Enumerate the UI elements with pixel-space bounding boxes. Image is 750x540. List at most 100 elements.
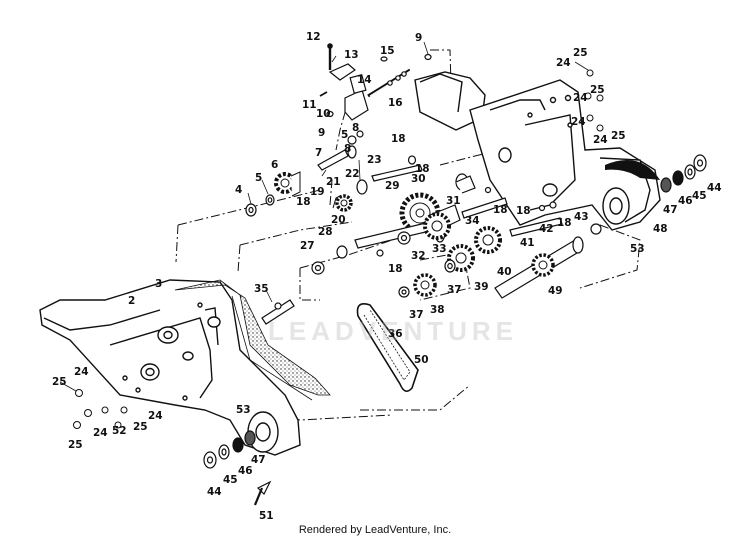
callout-30: 30 (411, 173, 426, 185)
callout-3: 3 (155, 278, 162, 290)
callout-25: 25 (611, 130, 626, 142)
callout-10: 10 (316, 108, 331, 120)
callout-51: 51 (259, 510, 274, 522)
gear-6 (274, 171, 301, 197)
callout-48: 48 (653, 223, 668, 235)
callout-35: 35 (254, 283, 269, 295)
shaft-35 (261, 299, 295, 325)
sprocket-38 (413, 273, 437, 297)
callout-47: 47 (663, 204, 678, 216)
callout-44: 44 (207, 486, 222, 498)
callout-37: 37 (447, 284, 462, 296)
callout-36: 36 (388, 328, 403, 340)
callout-19: 19 (310, 186, 325, 198)
callout-46: 46 (678, 195, 693, 207)
callout-23: 23 (367, 154, 382, 166)
washers-4-5 (245, 194, 275, 217)
callout-12: 12 (306, 31, 321, 43)
callout-16: 16 (388, 97, 403, 109)
callout-24: 24 (593, 134, 608, 146)
callout-25: 25 (590, 84, 605, 96)
gear-21 (332, 194, 353, 212)
callout-40: 40 (497, 266, 512, 278)
callout-22: 22 (345, 168, 360, 180)
callout-24: 24 (556, 57, 571, 69)
callout-31: 31 (446, 195, 461, 207)
callout-28: 28 (318, 226, 333, 238)
left-chain-case-housing (39, 279, 301, 456)
callout-7: 7 (315, 147, 322, 159)
callout-9: 9 (415, 32, 422, 44)
callout-53: 53 (630, 243, 645, 255)
shaft-33 (354, 173, 476, 249)
callout-13: 13 (344, 49, 359, 61)
callout-18: 18 (415, 163, 430, 175)
shift-lever-assembly (319, 43, 432, 121)
callout-32: 32 (411, 250, 426, 262)
callout-46: 46 (238, 465, 253, 477)
callout-49: 49 (548, 285, 563, 297)
callout-labels: 12 13 15 9 14 11 10 16 9 5 8 8 18 7 6 23… (52, 31, 722, 522)
callout-18: 18 (296, 196, 311, 208)
callout-18: 18 (391, 133, 406, 145)
callout-25: 25 (573, 47, 588, 59)
callout-5: 5 (255, 172, 262, 184)
callout-50: 50 (414, 354, 429, 366)
callout-45: 45 (223, 474, 238, 486)
callout-24: 24 (148, 410, 163, 422)
sprocket-40 (474, 226, 502, 254)
left-bearing-stack (203, 430, 272, 506)
callout-18: 18 (557, 217, 572, 229)
gasket (174, 279, 331, 396)
callout-18: 18 (516, 205, 531, 217)
gasket-edge (231, 295, 313, 401)
callout-6: 6 (271, 159, 278, 171)
right-chain-case-housing (414, 71, 661, 231)
callout-18: 18 (388, 263, 403, 275)
callout-9: 9 (318, 127, 325, 139)
callout-21: 21 (326, 176, 341, 188)
upper-shaft-group (317, 130, 423, 195)
watermark: LEADVENTURE (268, 316, 519, 346)
callout-8: 8 (344, 143, 351, 155)
right-bearing-stack (660, 154, 707, 193)
drive-chain (356, 303, 419, 392)
callout-27: 27 (300, 240, 315, 252)
right-housing-shadow (605, 160, 660, 180)
callout-4: 4 (235, 184, 242, 196)
callout-43: 43 (574, 211, 589, 223)
callout-45: 45 (692, 190, 707, 202)
callout-2: 2 (128, 295, 135, 307)
callout-15: 15 (380, 45, 395, 57)
callout-37: 37 (409, 309, 424, 321)
callout-41: 41 (520, 237, 535, 249)
sprocket-49 (531, 253, 555, 277)
callout-24: 24 (571, 116, 586, 128)
callout-11: 11 (302, 99, 317, 111)
callout-44: 44 (707, 182, 722, 194)
callout-38: 38 (430, 304, 445, 316)
callout-24: 24 (74, 366, 89, 378)
callout-33: 33 (432, 243, 447, 255)
callout-47: 47 (251, 454, 266, 466)
callout-14: 14 (357, 74, 372, 86)
callout-8: 8 (352, 122, 359, 134)
sprocket-33 (423, 212, 451, 240)
spacers-bushings (311, 186, 602, 298)
callout-53: 53 (236, 404, 251, 416)
callout-39: 39 (474, 281, 489, 293)
fasteners (73, 69, 604, 429)
callout-42: 42 (539, 223, 554, 235)
callout-52: 52 (112, 425, 127, 437)
footer-credit: Rendered by LeadVenture, Inc. (298, 524, 452, 536)
leader-lines (59, 41, 589, 392)
callout-29: 29 (385, 180, 400, 192)
callout-34: 34 (465, 215, 480, 227)
callout-25: 25 (68, 439, 83, 451)
callout-25: 25 (133, 421, 148, 433)
callout-24: 24 (573, 92, 588, 104)
callout-25: 25 (52, 376, 67, 388)
callout-24: 24 (93, 427, 108, 439)
callout-20: 20 (331, 214, 346, 226)
